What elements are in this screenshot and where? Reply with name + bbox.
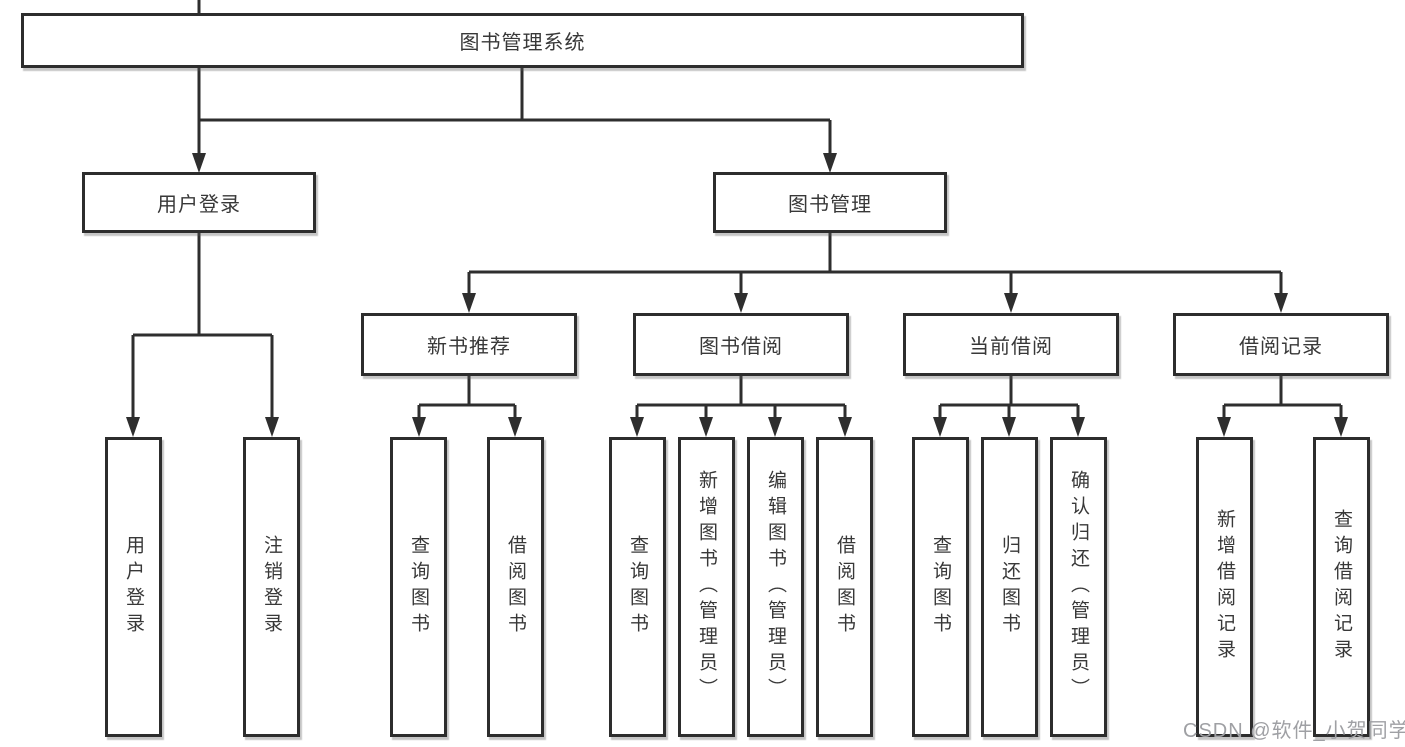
connector-userlogin-to-leaves — [126, 233, 279, 437]
node-book-borrow-label: 图书借阅 — [699, 336, 783, 358]
leaf-return-books: 归还图书 — [981, 437, 1038, 737]
connector-current-to-leaves — [933, 376, 1085, 437]
node-new-book-recommend-label: 新书推荐 — [427, 336, 511, 358]
leaf-edit-books-admin-label: 编辑图书（管理员） — [765, 470, 786, 704]
leaf-query-books-borrow-label: 查询图书 — [627, 535, 648, 639]
connector-recommend-to-leaves — [412, 376, 522, 437]
node-user-login-label: 用户登录 — [157, 194, 241, 216]
leaf-add-borrow-record: 新增借阅记录 — [1196, 437, 1253, 737]
connector-records-to-leaves — [1217, 376, 1348, 437]
node-book-borrow: 图书借阅 — [633, 313, 849, 376]
leaf-borrow-books: 借阅图书 — [816, 437, 873, 737]
leaf-query-books-recommend-label: 查询图书 — [408, 535, 429, 639]
leaf-user-login-label: 用户登录 — [123, 535, 144, 639]
leaf-query-borrow-record: 查询借阅记录 — [1313, 437, 1370, 737]
leaf-query-borrow-record-label: 查询借阅记录 — [1331, 509, 1352, 665]
node-root: 图书管理系统 — [21, 13, 1024, 68]
leaf-logout: 注销登录 — [243, 437, 300, 737]
leaf-add-borrow-record-label: 新增借阅记录 — [1214, 509, 1235, 665]
leaf-borrow-books-label: 借阅图书 — [834, 535, 855, 639]
leaf-query-books-current-label: 查询图书 — [930, 535, 951, 639]
connector-root-to-level2 — [192, 0, 837, 173]
node-borrow-records: 借阅记录 — [1173, 313, 1389, 376]
leaf-borrow-books-recommend-label: 借阅图书 — [505, 535, 526, 639]
leaf-logout-label: 注销登录 — [261, 535, 282, 639]
node-current-borrow: 当前借阅 — [903, 313, 1119, 376]
leaf-confirm-return-admin: 确认归还（管理员） — [1050, 437, 1107, 737]
node-root-label: 图书管理系统 — [459, 32, 586, 54]
leaf-edit-books-admin: 编辑图书（管理员） — [747, 437, 804, 737]
leaf-add-books-admin-label: 新增图书（管理员） — [696, 470, 717, 704]
leaf-query-books-borrow: 查询图书 — [609, 437, 666, 737]
leaf-query-books-current: 查询图书 — [912, 437, 969, 737]
node-book-management-label: 图书管理 — [788, 194, 872, 216]
leaf-borrow-books-recommend: 借阅图书 — [487, 437, 544, 737]
node-user-login: 用户登录 — [82, 172, 316, 233]
leaf-return-books-label: 归还图书 — [999, 535, 1020, 639]
csdn-watermark: CSDN @软件_小贺同学 — [1183, 720, 1405, 742]
leaf-add-books-admin: 新增图书（管理员） — [678, 437, 735, 737]
leaf-query-books-recommend: 查询图书 — [390, 437, 447, 737]
connector-bookmgmt-to-level3 — [462, 233, 1288, 313]
node-new-book-recommend: 新书推荐 — [361, 313, 577, 376]
node-borrow-records-label: 借阅记录 — [1239, 336, 1323, 358]
leaf-user-login: 用户登录 — [105, 437, 162, 737]
connector-borrow-to-leaves — [630, 376, 852, 437]
node-current-borrow-label: 当前借阅 — [969, 336, 1053, 358]
leaf-confirm-return-admin-label: 确认归还（管理员） — [1068, 470, 1089, 704]
node-book-management: 图书管理 — [713, 172, 947, 233]
